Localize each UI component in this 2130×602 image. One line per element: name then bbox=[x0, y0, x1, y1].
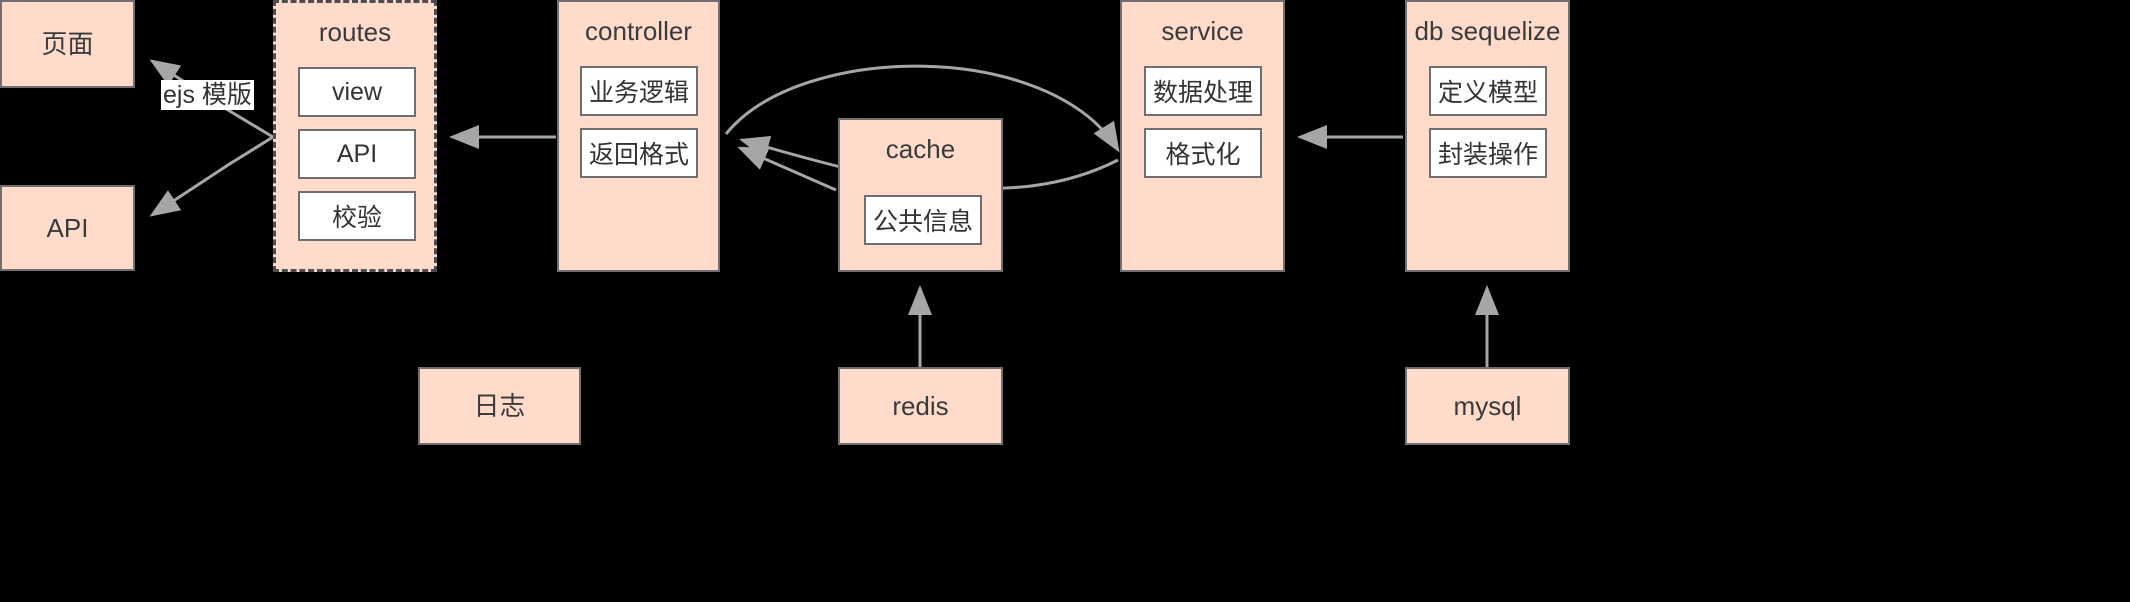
service-item-formatting[interactable]: 格式化 bbox=[1144, 128, 1262, 178]
node-api-label: API bbox=[46, 213, 89, 243]
service-item-data-processing[interactable]: 数据处理 bbox=[1144, 66, 1262, 116]
node-log[interactable]: 日志 bbox=[418, 367, 581, 445]
routes-item-validate-label: 校验 bbox=[331, 204, 382, 232]
node-page[interactable]: 页面 bbox=[0, 0, 135, 88]
routes-item-api-label: API bbox=[336, 139, 378, 168]
node-log-label: 日志 bbox=[473, 391, 526, 421]
node-page-label: 页面 bbox=[41, 29, 94, 59]
node-controller[interactable]: controller 业务逻辑 返回格式 bbox=[557, 0, 720, 272]
routes-item-api[interactable]: API bbox=[298, 129, 416, 179]
node-mysql[interactable]: mysql bbox=[1405, 367, 1570, 445]
node-db-sequelize-label: db sequelize bbox=[1414, 16, 1561, 46]
routes-item-view-label: view bbox=[331, 77, 382, 106]
node-service-label: service bbox=[1161, 16, 1244, 46]
node-redis[interactable]: redis bbox=[838, 367, 1003, 445]
routes-item-view[interactable]: view bbox=[298, 67, 416, 117]
edge-label-ejs-template-text: ejs 模版 bbox=[163, 81, 252, 109]
edge-label-ejs-template: ejs 模版 bbox=[161, 80, 254, 110]
node-api[interactable]: API bbox=[0, 185, 135, 271]
node-cache-label: cache bbox=[885, 134, 956, 164]
edge-cache-to-controller bbox=[737, 146, 837, 192]
node-mysql-label: mysql bbox=[1453, 391, 1522, 421]
node-routes-label: routes bbox=[318, 17, 392, 47]
cache-item-public-info[interactable]: 公共信息 bbox=[864, 195, 982, 245]
node-cache[interactable]: cache 公共信息 bbox=[838, 118, 1003, 272]
node-controller-label: controller bbox=[585, 16, 692, 46]
controller-item-response-format-label: 返回格式 bbox=[588, 141, 689, 169]
cache-item-public-info-label: 公共信息 bbox=[872, 208, 973, 236]
edge-routes-to-api bbox=[149, 135, 274, 217]
service-item-formatting-label: 格式化 bbox=[1165, 141, 1241, 169]
db-item-wrap-operations-label: 封装操作 bbox=[1437, 141, 1538, 169]
controller-item-business-logic-label: 业务逻辑 bbox=[588, 79, 689, 107]
controller-item-response-format[interactable]: 返回格式 bbox=[580, 128, 698, 178]
routes-item-validate[interactable]: 校验 bbox=[298, 191, 416, 241]
node-service[interactable]: service 数据处理 格式化 bbox=[1120, 0, 1285, 272]
db-item-wrap-operations[interactable]: 封装操作 bbox=[1429, 128, 1547, 178]
db-item-define-model-label: 定义模型 bbox=[1437, 79, 1538, 107]
service-item-data-processing-label: 数据处理 bbox=[1152, 79, 1253, 107]
node-redis-label: redis bbox=[892, 391, 949, 421]
node-routes[interactable]: routes view API 校验 bbox=[273, 0, 437, 272]
controller-item-business-logic[interactable]: 业务逻辑 bbox=[580, 66, 698, 116]
db-item-define-model[interactable]: 定义模型 bbox=[1429, 66, 1547, 116]
node-db-sequelize[interactable]: db sequelize 定义模型 封装操作 bbox=[1405, 0, 1570, 272]
